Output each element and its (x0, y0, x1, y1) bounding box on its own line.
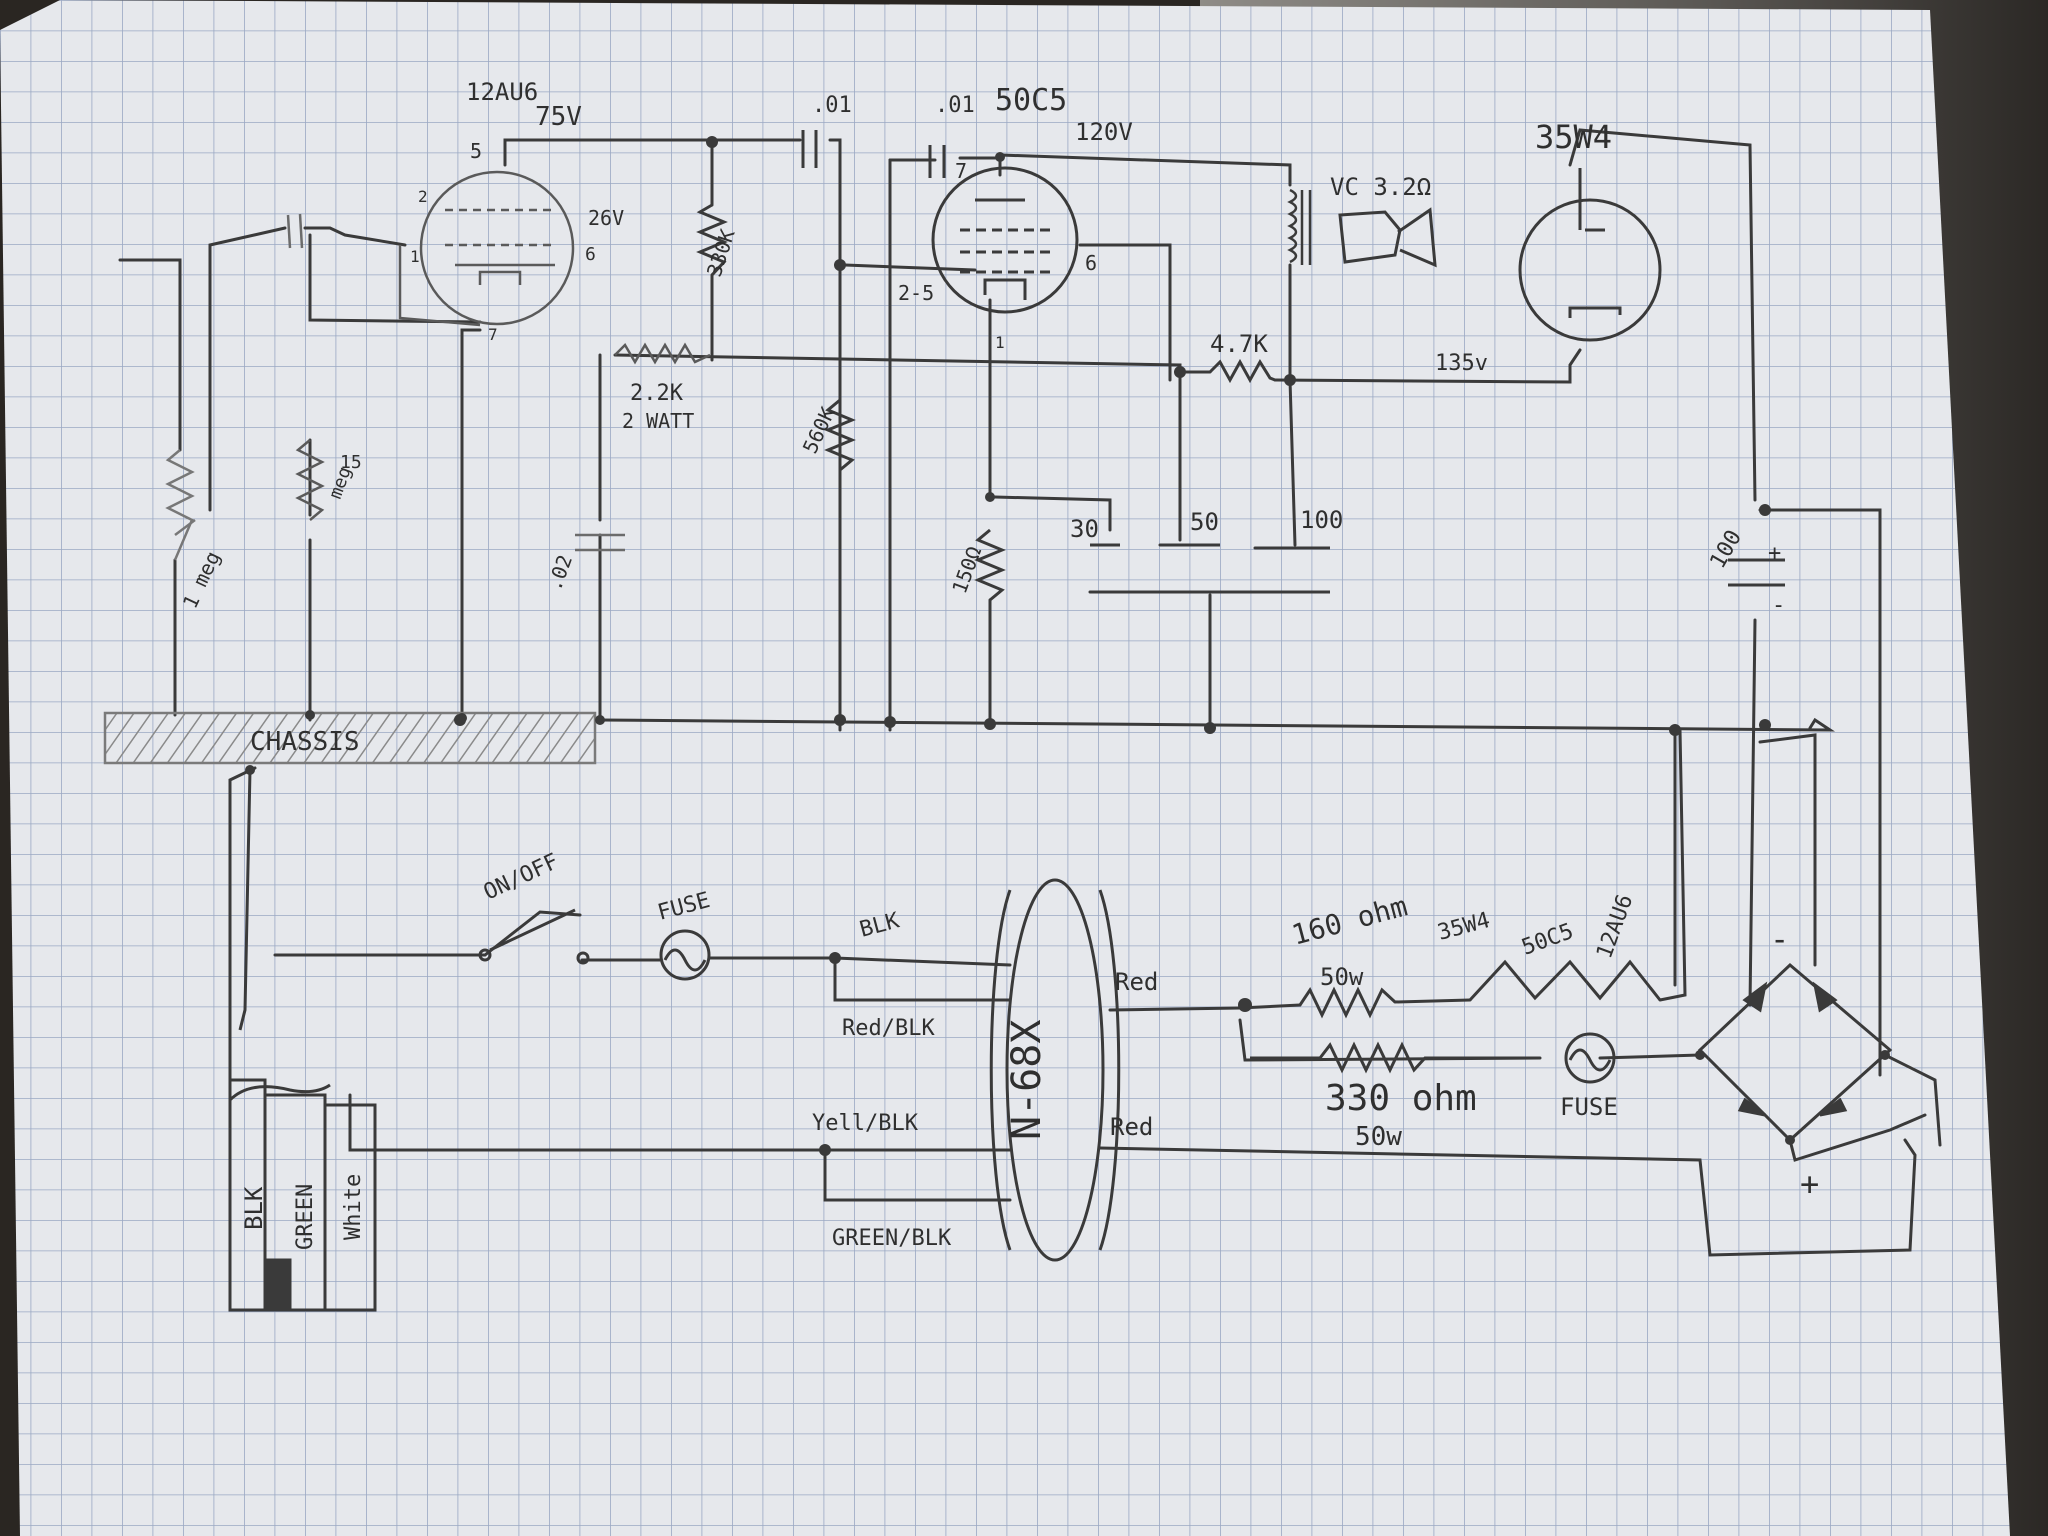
fuse-2 (1564, 1032, 1616, 1084)
label-wire-red-top: Red (1115, 968, 1158, 996)
power-cord (228, 1078, 377, 1312)
label-2-watt: 2 WATT (622, 409, 694, 433)
label-cap-50: 50 (1190, 508, 1219, 536)
fuse-1 (659, 929, 711, 981)
label-chassis: CHASSIS (250, 727, 360, 757)
label-50c5-pin-2-5: 2-5 (898, 281, 934, 305)
resistor-330-ohm (1250, 1041, 1540, 1074)
junction-dots (245, 136, 1890, 1156)
resistor-2-2k (614, 342, 711, 365)
capacitor-main-filter (1728, 558, 1785, 587)
label-12au6-pin-2: 2 (418, 187, 428, 206)
switch-on-off (478, 908, 590, 965)
label-wire-red-blk: Red/BLK (842, 1016, 935, 1041)
label-cord-green: GREEN (293, 1184, 318, 1250)
label-35w4: 35W4 (1535, 118, 1612, 156)
label-cap-plus: + (1768, 541, 1781, 566)
label-bridge-plus: + (1800, 1165, 1819, 1203)
label-12au6-pin-7: 7 (488, 325, 498, 344)
resistor-560k (824, 398, 856, 472)
tube-50c5 (931, 166, 1079, 314)
label-cap-100: 100 (1300, 506, 1343, 534)
label-heater-r2-value: 330 ohm (1325, 1078, 1477, 1119)
label-12au6: 12AU6 (466, 78, 538, 106)
label-12au6-plate-voltage: 75V (535, 102, 582, 132)
label-wire-green-blk: GREEN/BLK (832, 1226, 952, 1251)
label-12au6-pin-1: 1 (410, 247, 420, 266)
label-cord-blk: BLK (240, 1186, 268, 1230)
label-cap-coupling-2: .01 (935, 93, 975, 118)
label-12au6-pin-5: 5 (470, 139, 482, 163)
label-50c5-pin-6: 6 (1085, 251, 1097, 275)
resistor-330k (696, 203, 728, 277)
resistor-1-meg (165, 449, 196, 561)
label-12au6-cathode-voltage: 26V (588, 206, 624, 230)
label-cap-minus: - (1772, 593, 1785, 618)
tube-35w4 (1518, 168, 1662, 342)
label-fuse-2: FUSE (1560, 1093, 1618, 1121)
label-b-plus: 135v (1435, 351, 1488, 376)
bridge-rectifier (1737, 981, 1848, 1117)
label-wire-red-bottom: Red (1110, 1113, 1153, 1141)
resistor-15-meg (295, 439, 325, 521)
label-cord-white: White (341, 1174, 366, 1240)
capacitor-filter-bank (1090, 543, 1330, 594)
label-50c5-pin-1: 1 (995, 333, 1005, 352)
resistor-160-ohm (1298, 986, 1397, 1019)
label-wire-yell-blk: Yell/BLK (812, 1111, 919, 1136)
power-transformer (989, 878, 1121, 1262)
chassis-ground-bar (103, 711, 597, 765)
label-transformer: N-68X (1004, 1020, 1050, 1140)
tube-12au6 (398, 170, 575, 327)
label-12au6-pin-6: 6 (585, 244, 596, 265)
chassis-ground-wire (238, 769, 252, 1031)
capacitor-coupling-1 (801, 130, 818, 168)
heater-filaments (1468, 959, 1662, 1002)
label-50c5: 50C5 (995, 83, 1067, 118)
resistor-150-ohm (974, 528, 1006, 602)
label-heater-r1-rating: 50w (1320, 963, 1364, 991)
capacitor-coupling-2 (928, 145, 946, 178)
label-50c5-pin-7: 7 (955, 159, 967, 183)
speaker-icon (1338, 207, 1437, 268)
label-cap-coupling-1: .01 (812, 93, 852, 118)
output-transformer (1287, 188, 1312, 265)
capacitor-input (286, 213, 304, 249)
label-cap-30: 30 (1070, 515, 1099, 543)
resistor-4-7k (1208, 358, 1276, 384)
label-heater-r2-rating: 50w (1355, 1122, 1402, 1152)
label-4-7k: 4.7K (1210, 330, 1268, 358)
label-2-2k: 2.2K (630, 381, 684, 406)
label-15-value: 15 (340, 452, 362, 473)
label-bridge-minus: - (1770, 920, 1789, 958)
label-speaker: VC 3.2Ω (1330, 173, 1431, 201)
label-50c5-plate-voltage: 120V (1075, 118, 1133, 146)
capacitor-bypass (575, 533, 625, 552)
